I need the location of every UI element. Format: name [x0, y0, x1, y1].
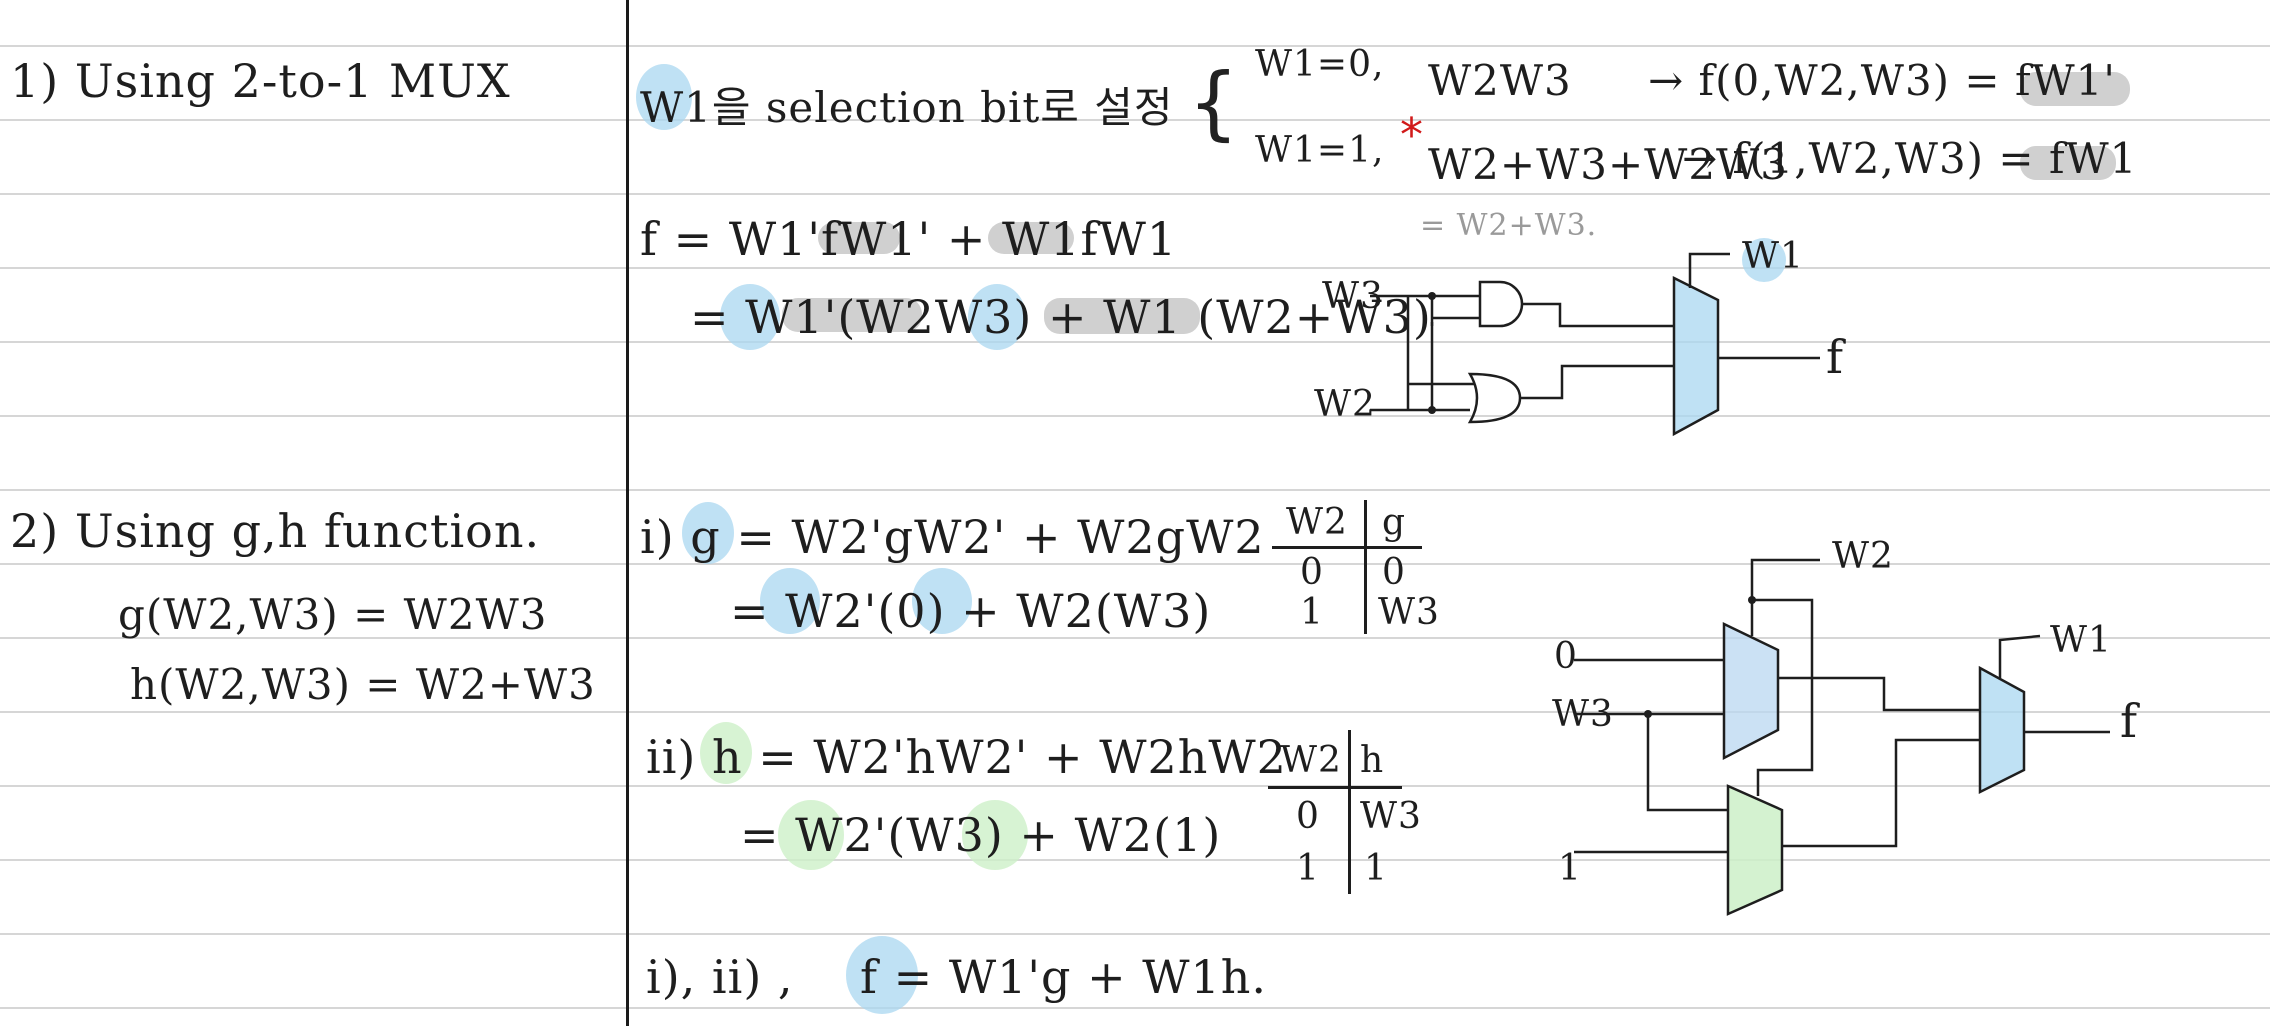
circuit1-input-w2: W2 — [1314, 384, 1376, 425]
brace-symbol: { — [1188, 56, 1240, 149]
circuit2-select-w1: W1 — [2050, 620, 2112, 661]
g-table-header-w2: W2 — [1286, 502, 1348, 543]
highlight-w2w3 — [782, 298, 922, 332]
circuit2-input-w3: W3 — [1552, 694, 1614, 735]
highlight-w2plusw3 — [1044, 298, 1200, 334]
circuit2-output-f: f — [2120, 694, 2139, 748]
case1-result: → f(1,W2,W3) = fW1 — [1682, 134, 2138, 183]
h-table-r1-h: W3 — [1360, 796, 1422, 837]
g-table-r1-g: 0 — [1382, 552, 1406, 593]
h-equation-1: ii) h = W2'hW2' + W2hW2 — [646, 730, 1287, 784]
h-equation-2: = W2'(W3) + W2(1) — [740, 808, 1222, 862]
circuit1-input-w3: W3 — [1322, 276, 1384, 317]
h-table-header-h: h — [1360, 740, 1385, 781]
highlight-f — [846, 936, 918, 1014]
circuit2-select-w2: W2 — [1832, 536, 1894, 577]
mux-equation-2: = W1'(W2W3) + W1 (W2+W3) — [690, 290, 1432, 344]
g-table-r2-g: W3 — [1378, 592, 1440, 633]
mux-equation-1: f = W1'fW1' + W1fW1 — [640, 212, 1178, 266]
circuit1-select-w1: W1 — [1742, 236, 1804, 277]
highlight-w2 — [912, 568, 972, 634]
case1-expression: W2+W3+W2W3 — [1428, 140, 1788, 189]
g-table-r1-w2: 0 — [1300, 552, 1324, 593]
g-table-header-g: g — [1382, 502, 1407, 543]
combined-label: i), ii) , — [646, 950, 794, 1004]
highlight-g — [682, 502, 734, 564]
circuit2-input-1: 1 — [1558, 848, 1582, 889]
case1-simplified: = W2+W3. — [1420, 208, 1598, 243]
selection-statement: W1을 selection bit로 설정 — [640, 83, 1174, 132]
case0-condition: W1=0, — [1255, 44, 1385, 85]
section2-title: 2) Using g,h function. — [10, 504, 541, 558]
highlight-h — [700, 722, 752, 784]
highlight-sel-w1 — [1742, 238, 1786, 282]
g-definition: g(W2,W3) = W2W3 — [118, 590, 548, 639]
case0-expression: W2W3 — [1428, 56, 1572, 105]
highlight-w1prime — [720, 284, 780, 350]
section1-title: 1) Using 2-to-1 MUX — [10, 54, 511, 108]
highlight-fw1prime — [2020, 72, 2130, 106]
highlight-fw1 — [2020, 146, 2116, 180]
h-table-r2-w2: 1 — [1296, 848, 1320, 889]
highlight-w1 — [636, 64, 692, 130]
h-table-r1-w2: 0 — [1296, 796, 1320, 837]
final-equation: f = W1'g + W1h. — [860, 950, 1268, 1004]
h-table-header-w2: W2 — [1280, 740, 1342, 781]
h-definition: h(W2,W3) = W2+W3 — [130, 660, 596, 709]
highlight-w2prime — [760, 568, 820, 634]
g-equation-2: = W2'(0) + W2(W3) — [730, 584, 1212, 638]
g-table-r2-w2: 1 — [1300, 592, 1324, 633]
circuit1-output-f: f — [1826, 330, 1845, 384]
g-equation-1: i) g = W2'gW2' + W2gW2 — [640, 510, 1265, 564]
case1-condition: W1=1, — [1255, 130, 1385, 171]
highlight-w1b — [968, 284, 1026, 350]
h-table-r2-h: 1 — [1364, 848, 1388, 889]
highlight-w2prime-h — [778, 800, 844, 870]
column-divider — [626, 0, 629, 1026]
highlight-eq-fw1 — [988, 222, 1074, 254]
highlight-w2-h — [962, 800, 1028, 870]
asterisk-mark: * — [1400, 108, 1423, 162]
highlight-eq-fw1prime — [818, 222, 900, 254]
circuit2-input-0: 0 — [1554, 636, 1578, 677]
case0-result: → f(0,W2,W3) = fW1' — [1648, 56, 2116, 105]
